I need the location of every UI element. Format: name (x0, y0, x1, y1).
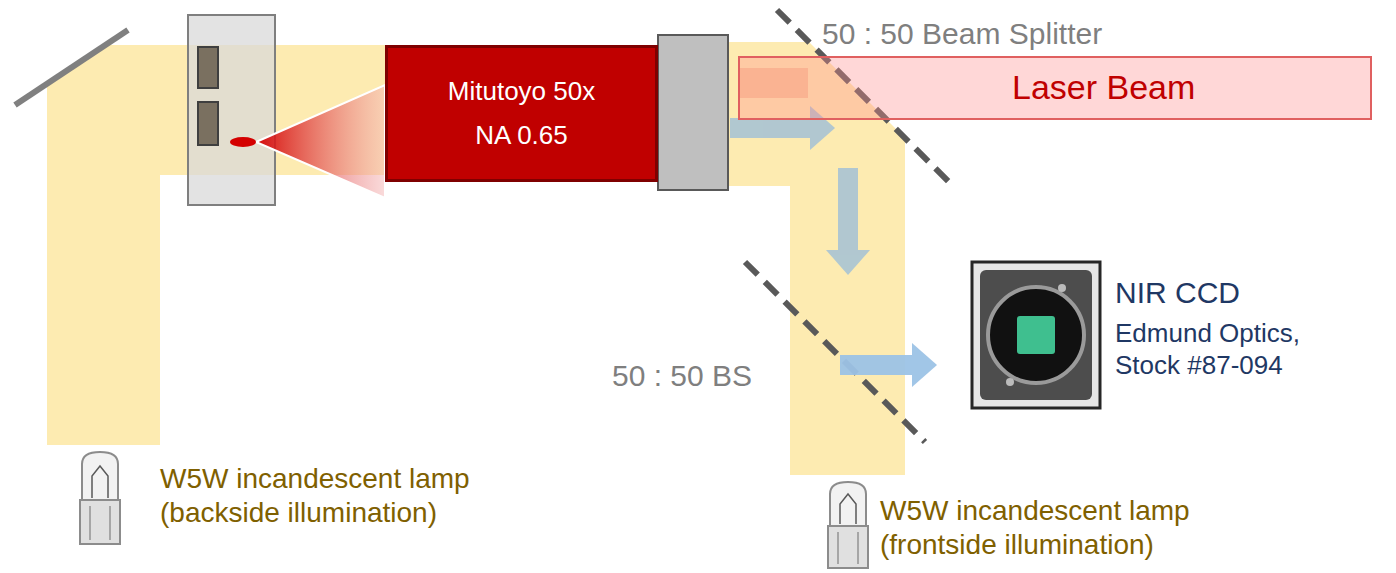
node-text: Laser Beam (1012, 65, 1195, 111)
laser-beam-band: Laser Beam (738, 56, 1372, 120)
node-text: Mitutoyo 50x (448, 74, 595, 109)
node-text: NA 0.65 (475, 118, 568, 153)
objective-mount (658, 35, 728, 190)
incandescent-lamp (80, 452, 120, 544)
mirror (15, 30, 128, 105)
light-path-arrow (840, 343, 937, 387)
objective-lens: Mitutoyo 50x NA 0.65 (385, 45, 658, 182)
device-label: Edmund Optics, Stock #87-094 (1115, 318, 1327, 381)
ccd-camera (972, 262, 1100, 408)
lamp-label: W5W incandescent lamp (frontside illumin… (880, 494, 1215, 562)
incandescent-lamp (828, 482, 868, 568)
device-label: NIR CCD (1115, 275, 1240, 312)
sample-holder (188, 15, 275, 205)
focus-cone (256, 85, 385, 198)
component-label: 50 : 50 BS (612, 358, 752, 395)
light-path-arrow (826, 168, 870, 275)
holder-clamp (198, 47, 218, 88)
holder-clamp (198, 102, 218, 145)
beam-splitter (745, 262, 925, 442)
component-label: 50 : 50 Beam Splitter (822, 16, 1102, 53)
lamp-label: W5W incandescent lamp (backside illumina… (160, 462, 495, 530)
illumination-beam (47, 45, 385, 445)
sample-spot (230, 137, 256, 147)
